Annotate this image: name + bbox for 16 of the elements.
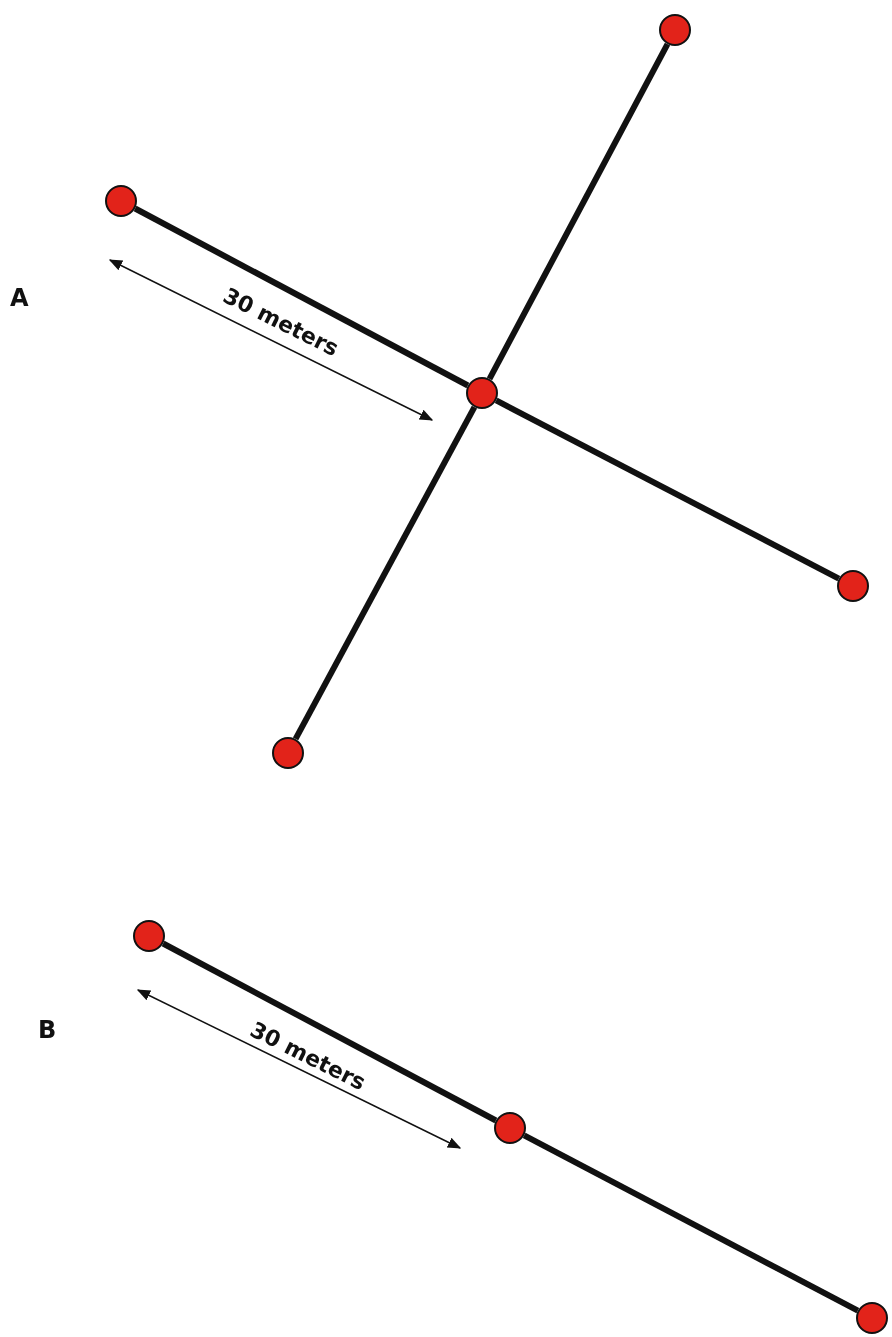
panel-label: B [38,1016,57,1044]
node-circle [105,185,137,217]
node-circle [837,570,869,602]
node-circle [659,14,691,46]
connector-line [292,405,478,741]
connector-line [486,42,671,381]
panel-label: A [10,284,29,312]
node-circle [466,377,498,409]
node-circle [133,920,165,952]
connector-line [522,1132,860,1314]
node-circle [856,1302,888,1334]
connector-line [494,397,841,582]
connector-line [133,205,470,389]
node-circle [494,1112,526,1144]
node-circle [272,737,304,769]
connector-line [161,940,498,1124]
